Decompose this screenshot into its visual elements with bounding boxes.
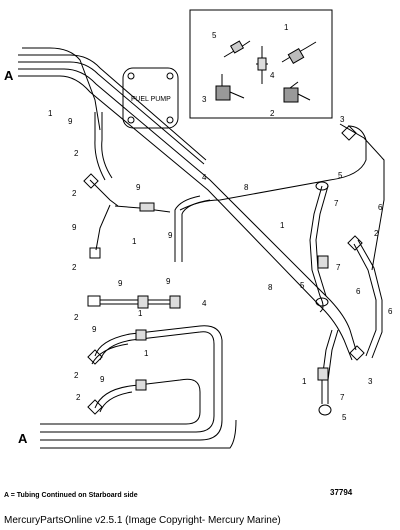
hose-left-upper (83, 173, 171, 259)
svg-text:6: 6 (378, 203, 383, 212)
svg-text:9: 9 (136, 183, 141, 192)
svg-text:3: 3 (368, 377, 373, 386)
svg-text:1: 1 (280, 221, 285, 230)
diagram-caption: A = Tubing Continued on Starboard side (4, 492, 138, 499)
tubing-bundle-top (18, 47, 357, 361)
pump-label: FUEL PUMP (131, 96, 171, 103)
svg-text:2: 2 (74, 149, 79, 158)
tubing-bundle-middle (174, 125, 367, 262)
svg-text:4: 4 (270, 71, 275, 80)
svg-text:6: 6 (356, 287, 361, 296)
fuel-pump (122, 67, 179, 129)
svg-text:9: 9 (72, 223, 77, 232)
svg-text:6: 6 (388, 307, 393, 316)
svg-text:2: 2 (72, 189, 77, 198)
svg-text:2: 2 (72, 263, 77, 272)
svg-text:5: 5 (342, 413, 347, 422)
copyright-footer: MercuryPartsOnline v2.5.1 (Image Copyrig… (4, 515, 281, 526)
hose-lower-connectors (40, 295, 237, 449)
svg-text:1: 1 (284, 23, 289, 32)
svg-text:2: 2 (74, 313, 79, 322)
svg-text:5: 5 (212, 31, 217, 40)
svg-text:1: 1 (132, 237, 137, 246)
svg-text:1: 1 (302, 377, 307, 386)
ref-letter-top: A (4, 68, 14, 83)
fuel-pump-text: FUEL PUMP (131, 96, 171, 103)
svg-text:1: 1 (138, 309, 143, 318)
svg-text:5: 5 (338, 171, 343, 180)
svg-text:7: 7 (336, 263, 341, 272)
reference-number: 37794 (330, 488, 353, 497)
svg-text:1: 1 (144, 349, 149, 358)
ref-letter-bottom: A (18, 431, 28, 446)
fittings-inset (189, 9, 333, 119)
svg-text:3: 3 (202, 95, 207, 104)
svg-text:9: 9 (92, 325, 97, 334)
svg-text:9: 9 (68, 117, 73, 126)
svg-text:9: 9 (100, 375, 105, 384)
fitting-straight-1 (281, 41, 317, 65)
svg-text:2: 2 (76, 393, 81, 402)
fitting-elbow-3 (215, 74, 245, 101)
svg-text:8: 8 (268, 283, 273, 292)
svg-text:2: 2 (74, 371, 79, 380)
svg-text:3: 3 (340, 115, 345, 124)
svg-text:9: 9 (166, 277, 171, 286)
svg-text:5: 5 (300, 281, 305, 290)
svg-text:8: 8 (244, 183, 249, 192)
svg-text:2: 2 (270, 109, 275, 118)
svg-text:4: 4 (202, 299, 207, 308)
svg-text:9: 9 (118, 279, 123, 288)
svg-text:9: 9 (168, 231, 173, 240)
svg-text:7: 7 (334, 199, 339, 208)
fitting-straight-5 (223, 40, 251, 58)
svg-text:4: 4 (202, 173, 207, 182)
svg-text:7: 7 (340, 393, 345, 402)
svg-text:1: 1 (48, 109, 53, 118)
svg-text:2: 2 (374, 229, 379, 238)
callout-labels: 5 1 4 3 2 1 9 2 2 9 4 8 9 1 9 2 3 5 7 6 … (48, 23, 393, 422)
tubing-right-side (309, 123, 385, 416)
fitting-elbow-2 (283, 81, 311, 103)
fitting-tee-4 (256, 46, 268, 84)
